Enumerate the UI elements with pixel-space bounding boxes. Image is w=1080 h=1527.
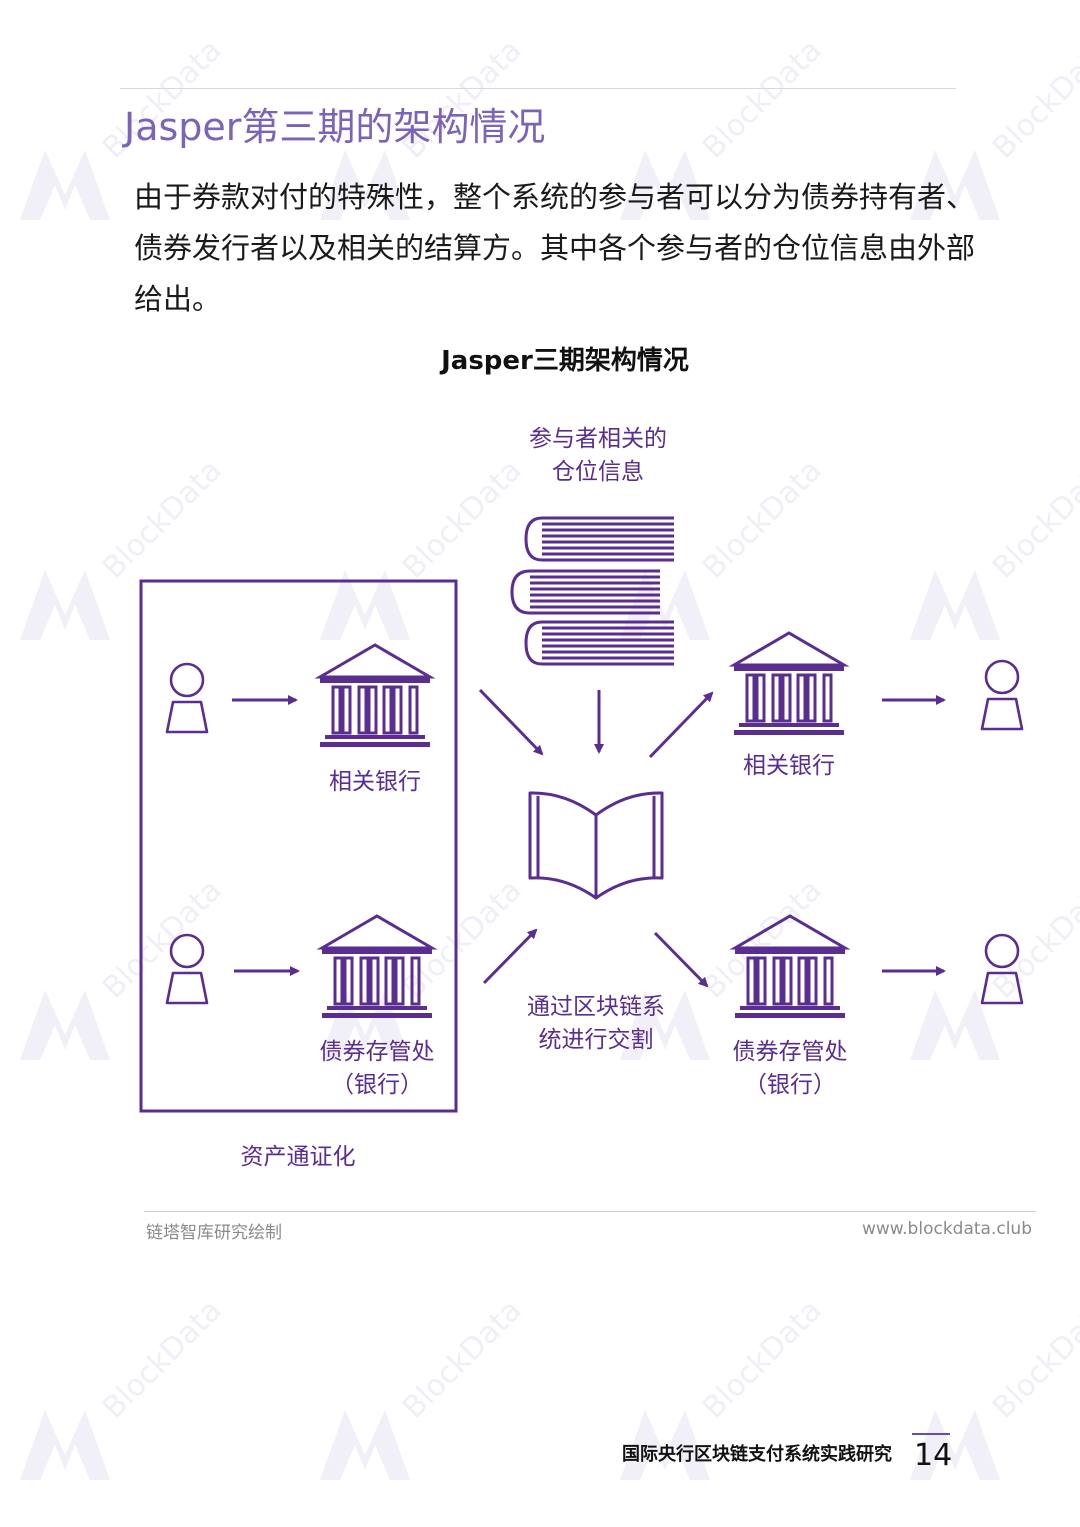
label-settlement: 通过区块链系 统进行交割 (518, 991, 674, 1057)
label-asset-tokenization: 资产通证化 (240, 1144, 356, 1170)
label-line: （银行） (744, 1072, 836, 1098)
person-icon (980, 933, 1024, 1005)
footer-title: 国际央行区块链支付系统实践研究 (622, 1444, 892, 1465)
label-line: 债券存管处 (732, 1039, 848, 1065)
source-rule (144, 1211, 1036, 1212)
label-line: 债券存管处 (319, 1039, 435, 1065)
label-left-bank: 相关银行 (329, 769, 421, 795)
page-title: Jasper第三期的架构情况 (124, 105, 546, 149)
bank-icon (318, 643, 432, 749)
arrow-icon (478, 688, 544, 756)
label-position-info: 参与者相关的 仓位信息 (520, 423, 676, 489)
page-number: 14 (914, 1438, 953, 1473)
label-line: 仓位信息 (552, 459, 644, 485)
label-line: 统进行交割 (538, 1027, 654, 1053)
person-icon (165, 662, 209, 734)
person-icon (165, 933, 209, 1005)
bank-icon (733, 914, 847, 1020)
arrow-icon (653, 931, 709, 988)
source-note: 链塔智库研究绘制 (146, 1223, 282, 1243)
top-rule (120, 88, 956, 89)
figure-title: Jasper三期架构情况 (441, 346, 689, 376)
label-line: （银行） (331, 1072, 423, 1098)
arrow-icon (648, 691, 714, 759)
intro-paragraph: 由于券款对付的特殊性，整个系统的参与者可以分为债券持有者、债券发行者以及相关的结… (134, 180, 976, 316)
label-right-custodian: 债券存管处 （银行） (721, 1036, 859, 1102)
open-book-icon (528, 791, 664, 900)
page-number-bar (912, 1433, 950, 1435)
arrow-icon (482, 928, 538, 985)
label-right-bank: 相关银行 (743, 753, 835, 779)
book-stack-icon (510, 516, 674, 666)
label-line: 参与者相关的 (529, 426, 667, 452)
bank-icon (732, 631, 846, 737)
asset-tokenization-box (139, 579, 458, 1113)
site-url: www.blockdata.club (862, 1219, 1032, 1239)
person-icon (980, 659, 1024, 731)
label-left-custodian: 债券存管处 （银行） (308, 1036, 446, 1102)
bank-icon (320, 914, 434, 1020)
label-line: 通过区块链系 (527, 994, 665, 1020)
